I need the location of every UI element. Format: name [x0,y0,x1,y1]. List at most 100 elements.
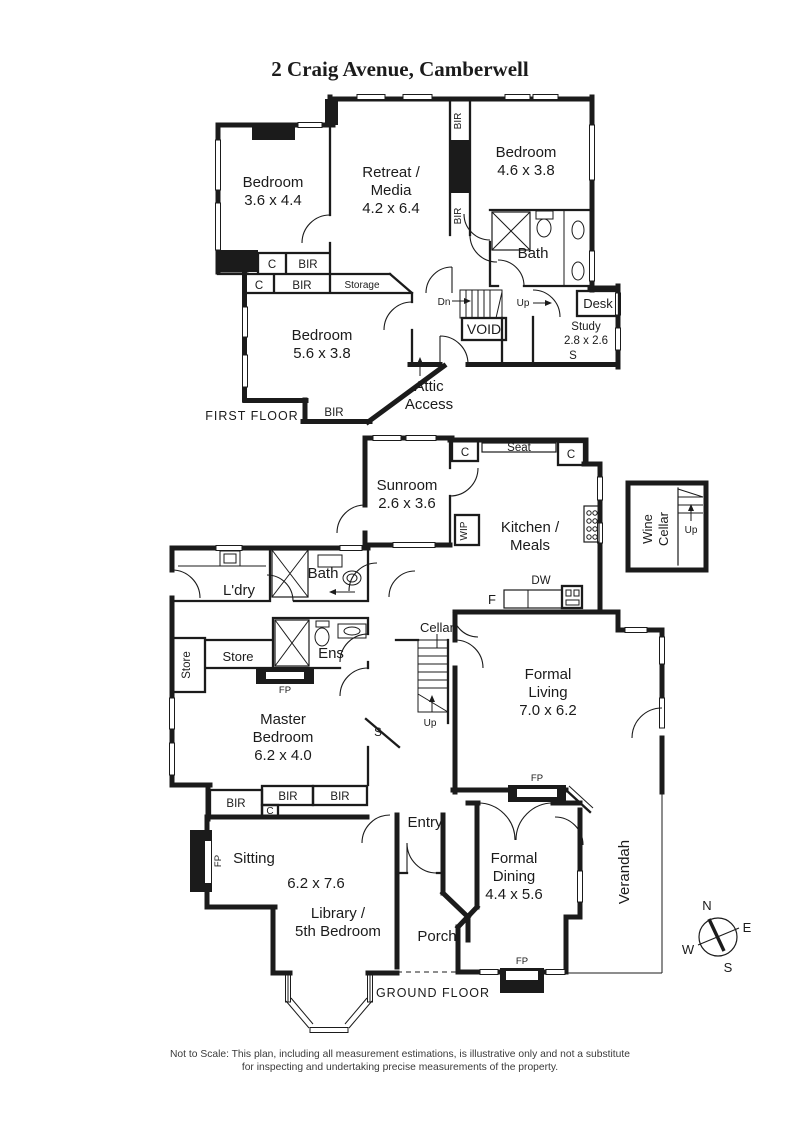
label-ground-floor: GROUND FLOOR [376,986,490,1000]
bay-window [285,973,373,1029]
corner-diagonal [564,788,592,814]
bench [503,589,563,609]
compass-s: S [724,960,733,975]
label-retreat-2: Media [371,182,413,199]
shower-icon [491,211,531,251]
label-master-2: Bedroom [253,729,314,746]
compass-n: N [702,898,711,913]
label-fp-dining: FP [516,956,528,967]
wall-block [325,99,338,125]
label-storage: Storage [344,280,379,291]
chimney-block [252,125,295,140]
label-store-h: Store [222,649,253,664]
label-bir-row2: BIR [292,280,311,292]
label-wine-2: Cellar [656,511,671,546]
label-c-master: C [266,806,273,817]
label-library-1: Library / [311,905,366,922]
label-desk: Desk [583,296,613,311]
ground-floor-outer-walls [169,435,665,976]
cupboard-box [556,440,586,467]
first-floor-stairs [459,289,508,342]
label-bedroom-ne-dims: 4.6 x 3.8 [497,162,555,179]
label-porch: Porch [417,928,456,945]
label-verandah: Verandah [616,840,633,904]
toilet-icon [314,627,330,647]
label-living-dims: 7.0 x 6.2 [519,702,577,719]
bath-fixtures-first [491,210,585,286]
label-c-row1: C [268,259,276,271]
label-fp-living: FP [531,773,543,784]
shelf-diagonal [364,717,401,749]
label-store-v: Store [181,651,193,679]
fireplaces [190,668,566,993]
wine-cellar-box [625,480,709,573]
label-dn: Dn [438,297,451,308]
label-bath-ground: Bath [308,565,339,582]
label-bedroom-ne: Bedroom [496,144,557,161]
washer-icon [219,550,241,567]
compass-e: E [743,920,752,935]
label-dining-2: Dining [493,868,536,885]
label-bir-right: BIR [330,791,349,803]
label-wine-1: Wine [640,514,655,544]
laundry-bath-fixtures [178,549,367,667]
compass-w: W [682,942,695,957]
label-dining-dims: 4.4 x 5.6 [485,886,543,903]
label-master-1: Master [260,711,306,728]
ground-floor-plan: Sunroom 2.6 x 3.6 C Seat C Kitchen / Mea… [169,435,709,1033]
robe-block [450,140,470,193]
label-bedroom-sw-dims: 5.6 x 3.8 [293,345,351,362]
label-living-2: Living [528,684,567,701]
label-living-1: Formal [525,666,572,683]
label-bir-mid: BIR [278,791,297,803]
compass-icon: N E W S [682,898,752,975]
kitchen-fixtures [503,505,600,610]
basin-icon [571,220,585,240]
label-dining-1: Formal [491,850,538,867]
shower-icon [271,549,309,598]
desk-box [575,289,621,318]
label-wine-up: Up [685,525,698,536]
label-fridge: F [488,592,496,607]
basin-icon [337,623,367,639]
label-study: Study [571,321,601,333]
first-floor-plan: Bedroom 3.6 x 4.4 Retreat / Media 4.2 x … [205,94,621,426]
label-attic-2: Access [405,396,453,413]
basin-icon [317,554,343,568]
pantry-box [453,513,481,547]
corner-block [218,250,258,272]
label-sunroom-dims: 2.6 x 3.6 [378,495,436,512]
label-bedroom-nw-dims: 3.6 x 4.4 [244,192,302,209]
page-title: 2 Craig Avenue, Camberwell [271,57,529,81]
toilet-icon [342,570,362,586]
ground-floor-doors [171,467,663,874]
label-ens: Ens [318,645,344,662]
label-c-kitchen-left: C [461,447,469,459]
label-study-dims: 2.8 x 2.6 [564,335,608,347]
label-cellar-up: Up [424,718,437,729]
cupboard-box [450,439,480,463]
label-dw: DW [531,575,550,587]
label-master-dims: 6.2 x 4.0 [254,747,312,764]
label-sunroom: Sunroom [377,477,438,494]
label-up-first: Up [517,298,530,309]
label-bedroom-nw: Bedroom [243,174,304,191]
oven-icon [560,584,584,610]
label-bir-column-bottom: BIR [453,208,464,225]
label-s-study: S [569,350,577,362]
basin-icon [571,261,585,281]
label-kitchen-2: Meals [510,537,550,554]
first-floor-outer-walls [215,94,621,426]
label-cellar: Cellar [420,620,455,635]
disclaimer-line-1: Not to Scale: This plan, including all m… [170,1049,630,1060]
label-retreat-dims: 4.2 x 6.4 [362,200,420,217]
label-void: VOID [467,321,501,337]
label-c-row2: C [255,280,263,292]
label-bedroom-sw: Bedroom [292,327,353,344]
label-first-floor: FIRST FLOOR [205,409,298,423]
robe-row [208,784,369,819]
label-bath-first: Bath [518,245,549,262]
cooktop-icon [583,505,600,543]
toilet-icon [535,210,554,220]
